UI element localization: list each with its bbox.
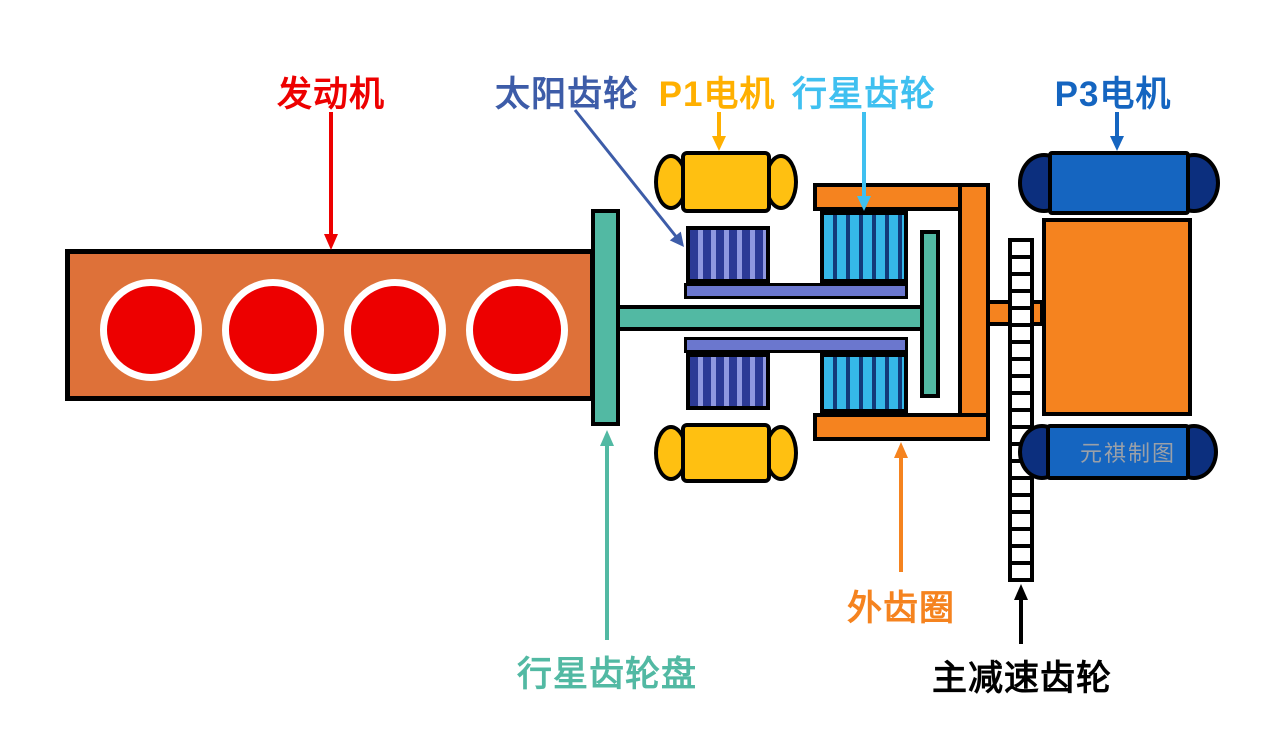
sun-gear-bottom [686,353,770,410]
p3-motor-housing-block [1042,218,1192,416]
p3-motor-top [1048,151,1190,215]
final-drive-gear [1008,238,1034,582]
p1-motor-top [681,151,771,213]
p1-motor-label: P1电机 [658,75,776,114]
engine-cylinder-1 [100,279,202,381]
engine-arrow [324,112,338,250]
p1-motor-arrow [712,112,726,151]
engine-cylinder-2 [222,279,324,381]
p3-motor-arrow [1110,112,1124,151]
planet-gear-bottom [820,353,908,413]
p3-motor-label: P3电机 [1054,75,1172,114]
final-drive-label: 主减速齿轮 [931,659,1113,698]
sun-gear-label: 太阳齿轮 [494,75,640,114]
p1-motor-bottom [681,423,771,483]
sun-gear-top [686,226,770,283]
watermark: 元祺制图 [1079,441,1177,466]
planet-carrier-label: 行星齿轮盘 [516,655,698,694]
engine-cylinder-4 [466,279,568,381]
planet-carrier-arrow [600,430,614,640]
ring-gear-arrow [894,442,908,572]
main-shaft [616,305,930,331]
sun-gear-sleeve-top [684,283,908,299]
engine-label: 发动机 [276,75,386,114]
engine-cylinder-3 [344,279,446,381]
engine-block [65,249,595,401]
ring-gear-bottom [813,413,990,441]
planet-gear-top [820,211,908,283]
final-drive-arrow [1014,584,1028,644]
planet-gear-label: 行星齿轮 [791,75,937,114]
ring-gear-label: 外齿圈 [846,589,956,628]
carrier-output-bar [920,230,940,398]
p3-motor-bottom [1046,424,1190,480]
sun-gear-sleeve-bottom [684,337,908,353]
